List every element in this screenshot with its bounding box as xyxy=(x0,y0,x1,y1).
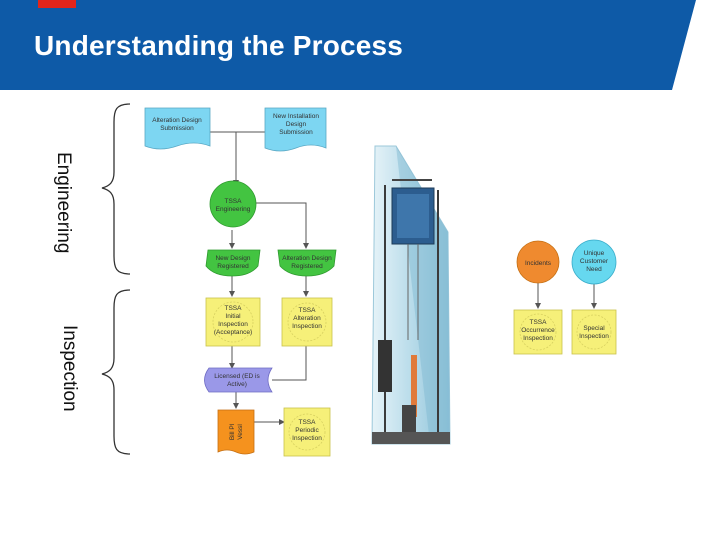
red-accent-bar xyxy=(38,0,76,8)
node-tssa-periodic-line-1: TSSA xyxy=(299,419,317,426)
node-alteration-design-submission-line-2: Submission xyxy=(160,125,194,132)
node-tssa-initial-inspection: TSSA Initial Inspection (Acceptance) xyxy=(205,297,261,347)
elevator-illustration xyxy=(371,145,451,445)
node-alteration-design-submission-line-1: Alteration Design xyxy=(152,117,202,124)
node-special-inspection-line-2: Inspection xyxy=(579,333,609,340)
node-tssa-initial-line-3: Inspection xyxy=(218,321,248,328)
node-special-inspection-line-1: Special xyxy=(583,325,605,332)
node-tssa-initial-line-4: (Acceptance) xyxy=(214,329,252,336)
node-unique-customer-need: Unique Customer Need xyxy=(571,239,617,285)
node-licensed: Licensed (ED is Active) xyxy=(204,367,273,393)
node-tssa-occurrence-line-2: Occurrence xyxy=(521,327,555,334)
node-alteration-design-submission: Alteration Design Submission xyxy=(144,107,211,150)
node-new-installation-line-1: New Installation xyxy=(273,113,319,120)
node-new-design-registered-line-2: Registered xyxy=(217,263,249,270)
node-tssa-occurrence-line-3: Inspection xyxy=(523,335,553,342)
header-banner xyxy=(0,0,696,90)
node-new-installation-design-submission: New Installation Design Submission xyxy=(264,107,327,152)
node-bill-vessel: Bill Pl Vessl xyxy=(217,409,255,455)
node-new-design-registered-line-1: New Design xyxy=(215,255,250,262)
node-alteration-design-registered-line-1: Alteration Design xyxy=(282,255,332,262)
node-alteration-design-registered: Alteration Design Registered xyxy=(277,249,337,277)
node-new-installation-line-3: Submission xyxy=(279,129,313,136)
node-alteration-design-registered-line-2: Registered xyxy=(291,263,323,270)
node-tssa-alteration-inspection: TSSA Alteration Inspection xyxy=(281,297,333,347)
node-bill-vessel-line-1: Bill Pl xyxy=(229,423,236,440)
node-tssa-alteration-line-1: TSSA xyxy=(299,307,317,314)
node-tssa-engineering-line-2: Engineering xyxy=(216,206,251,213)
node-tssa-occurrence-line-1: TSSA xyxy=(530,319,548,326)
node-tssa-alteration-line-3: Inspection xyxy=(292,323,322,330)
node-licensed-line-1: Licensed (ED is xyxy=(214,373,260,380)
node-tssa-engineering: TSSA Engineering xyxy=(209,180,257,228)
node-tssa-periodic-line-2: Periodic xyxy=(295,427,319,434)
node-unique-customer-line-1: Unique xyxy=(584,250,605,257)
node-tssa-alteration-line-2: Alteration xyxy=(293,315,321,322)
brace-engineering xyxy=(101,103,131,275)
node-unique-customer-line-2: Customer xyxy=(580,258,609,265)
banner-shape xyxy=(0,0,696,90)
brace-inspection xyxy=(101,289,131,455)
node-new-installation-line-2: Design xyxy=(286,121,307,128)
node-tssa-initial-line-2: Initial xyxy=(225,313,241,320)
node-new-design-registered: New Design Registered xyxy=(205,249,261,277)
node-incidents-line-1: Incidents xyxy=(525,260,552,267)
node-tssa-periodic-line-3: Inspection xyxy=(292,435,322,442)
node-tssa-occurrence-inspection: TSSA Occurrence Inspection xyxy=(513,309,563,355)
node-tssa-periodic-inspection: TSSA Periodic Inspection xyxy=(283,407,331,457)
connectors-right xyxy=(535,282,597,309)
node-bill-vessel-line-2: Vessl xyxy=(237,424,244,440)
node-incidents: Incidents xyxy=(516,240,560,284)
node-tssa-initial-line-1: TSSA xyxy=(225,305,243,312)
node-licensed-line-2: Active) xyxy=(227,381,247,388)
node-tssa-engineering-line-1: TSSA xyxy=(225,198,243,205)
page-title: Understanding the Process xyxy=(34,30,404,61)
node-unique-customer-line-3: Need xyxy=(586,266,602,273)
node-special-inspection: Special Inspection xyxy=(571,309,617,355)
